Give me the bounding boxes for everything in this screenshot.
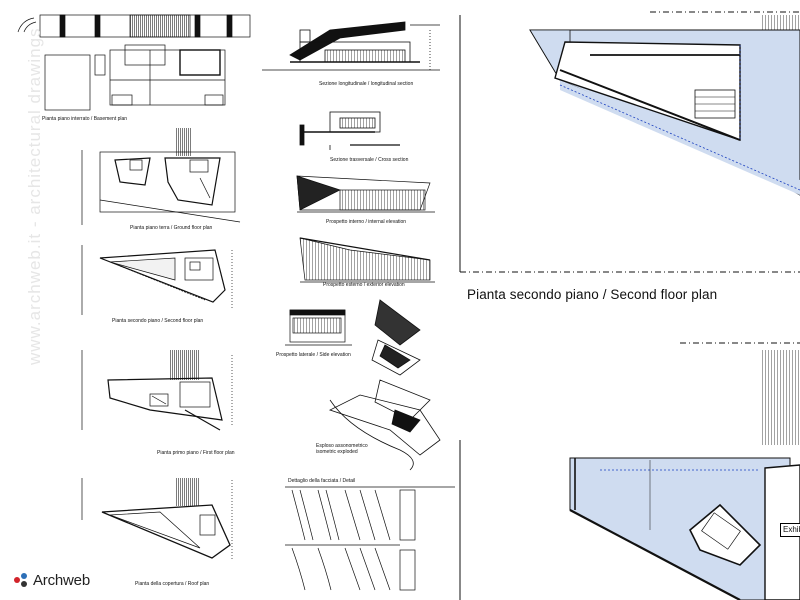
caption-facade-detail: Dettaglio della facciata / Detail (288, 478, 356, 484)
caption-second-floor-plan-small: Pianta secondo piano / Second floor plan (112, 318, 204, 324)
longitudinal-section (262, 21, 440, 71)
caption-internal-elevation: Prospetto interno / internal elevation (326, 219, 407, 225)
roof-plan (81, 478, 233, 560)
cross-section (299, 111, 400, 150)
exploded-axonometric (328, 299, 441, 471)
caption-side-elevation: Prospetto laterale / Side elevation (276, 352, 351, 358)
archweb-logo: Archweb (14, 570, 90, 590)
vertical-watermark: www.archweb.it - architectural drawings (25, 27, 44, 365)
caption-cross-section: Sezione trasversale / Cross section (330, 157, 409, 163)
caption-ground-floor-plan: Pianta piano terra / Ground floor plan (130, 225, 213, 231)
facade-detail (285, 486, 455, 591)
caption-first-floor-plan: Pianta primo piano / First floor plan (157, 450, 235, 456)
caption-exploded-line2: isometric exploded (316, 449, 358, 455)
archweb-logo-text: Archweb (33, 571, 90, 589)
first-floor-plan (81, 350, 233, 431)
first-floor-plan-large (459, 342, 800, 600)
basement-plan (17, 14, 251, 111)
second-floor-plan-large (459, 11, 800, 273)
caption-exterior-elevation: Prospetto esterno / exterior elevation (323, 282, 405, 288)
internal-elevation (296, 175, 435, 213)
caption-longitudinal-section: Sezione longitudinale / longitudinal sec… (319, 81, 414, 87)
exterior-elevation (299, 237, 435, 283)
caption-exploded-line1: Esploso assonometrico (316, 443, 368, 449)
archweb-logo-icon (14, 573, 28, 587)
ground-floor-plan (81, 128, 241, 225)
caption-second-floor-plan-large: Pianta secondo piano / Second floor plan (467, 287, 718, 302)
caption-roof-plan: Pianta della copertura / Roof plan (135, 581, 210, 587)
caption-basement-plan: Pianta piano interrato / Basement plan (42, 116, 128, 122)
exhibition-label: Exhibition (780, 523, 800, 537)
second-floor-plan-small (81, 245, 233, 315)
side-elevation (285, 309, 352, 346)
